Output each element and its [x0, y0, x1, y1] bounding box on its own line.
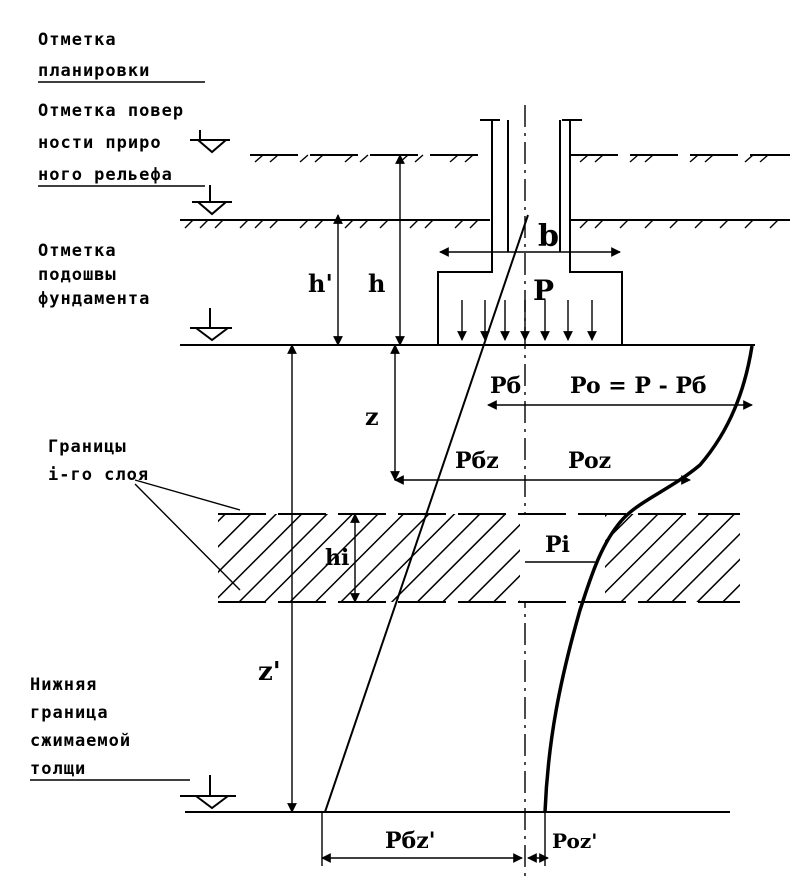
- label-layer-boundaries-1: Границы: [48, 437, 127, 457]
- label-lower-boundary-4: толщи: [30, 759, 86, 779]
- symbol-z: z: [365, 402, 379, 431]
- label-base-mark-2: подошвы: [38, 265, 117, 285]
- label-base-mark-3: фундамента: [38, 289, 150, 309]
- planning-line: [180, 219, 790, 229]
- elevation-marker-base: [190, 308, 232, 342]
- label-surface-mark-2: ности приро: [38, 133, 162, 153]
- label-layer-boundaries-2: i-го слоя: [48, 465, 149, 485]
- symbol-h: h: [368, 269, 385, 298]
- elevation-marker-planning: [192, 185, 232, 216]
- symbol-p0-formula: Po = P - Pб: [570, 373, 707, 399]
- pressure-arrows: [457, 300, 597, 341]
- label-base-mark-1: Отметка: [38, 241, 117, 261]
- symbol-p-sigma-z: Pбz: [455, 448, 499, 474]
- symbol-p-i: Pi: [545, 532, 570, 558]
- label-lower-boundary-1: Нижняя: [30, 675, 97, 695]
- foundation: [437, 119, 623, 345]
- elevation-marker-lower: [180, 775, 236, 810]
- symbol-p-sigma-z-prime: Pбz': [385, 828, 435, 854]
- symbol-p-oz: Poz: [568, 448, 611, 474]
- pressure-dimensions: [321, 400, 753, 866]
- label-surface-mark-1: Отметка повер: [38, 101, 184, 121]
- symbol-h-prime: h': [308, 269, 333, 298]
- natural-surface-line: [250, 154, 790, 163]
- label-lower-boundary-3: сжимаемой: [30, 731, 131, 751]
- label-planning-mark: Отметка: [38, 30, 117, 50]
- natural-pressure-line: [324, 214, 529, 813]
- symbol-b: b: [538, 219, 559, 254]
- layer-leader-lines: [134, 479, 241, 591]
- label-lower-boundary-2: граница: [30, 703, 109, 723]
- symbol-z-prime: z': [258, 657, 281, 687]
- label-surface-mark-3: ного рельефа: [38, 165, 173, 185]
- vertical-dimensions: [287, 154, 405, 813]
- symbol-p-sigma: Pб: [490, 373, 521, 399]
- additional-pressure-curve: [543, 345, 754, 813]
- layer-i-band: [218, 513, 740, 603]
- label-planning-mark-2: планировки: [38, 61, 150, 81]
- symbol-p: P: [533, 274, 554, 307]
- elevation-marker-surface: [190, 130, 230, 154]
- symbol-p-oz-prime: Poz': [552, 829, 597, 853]
- symbol-h-i: hi: [325, 545, 349, 571]
